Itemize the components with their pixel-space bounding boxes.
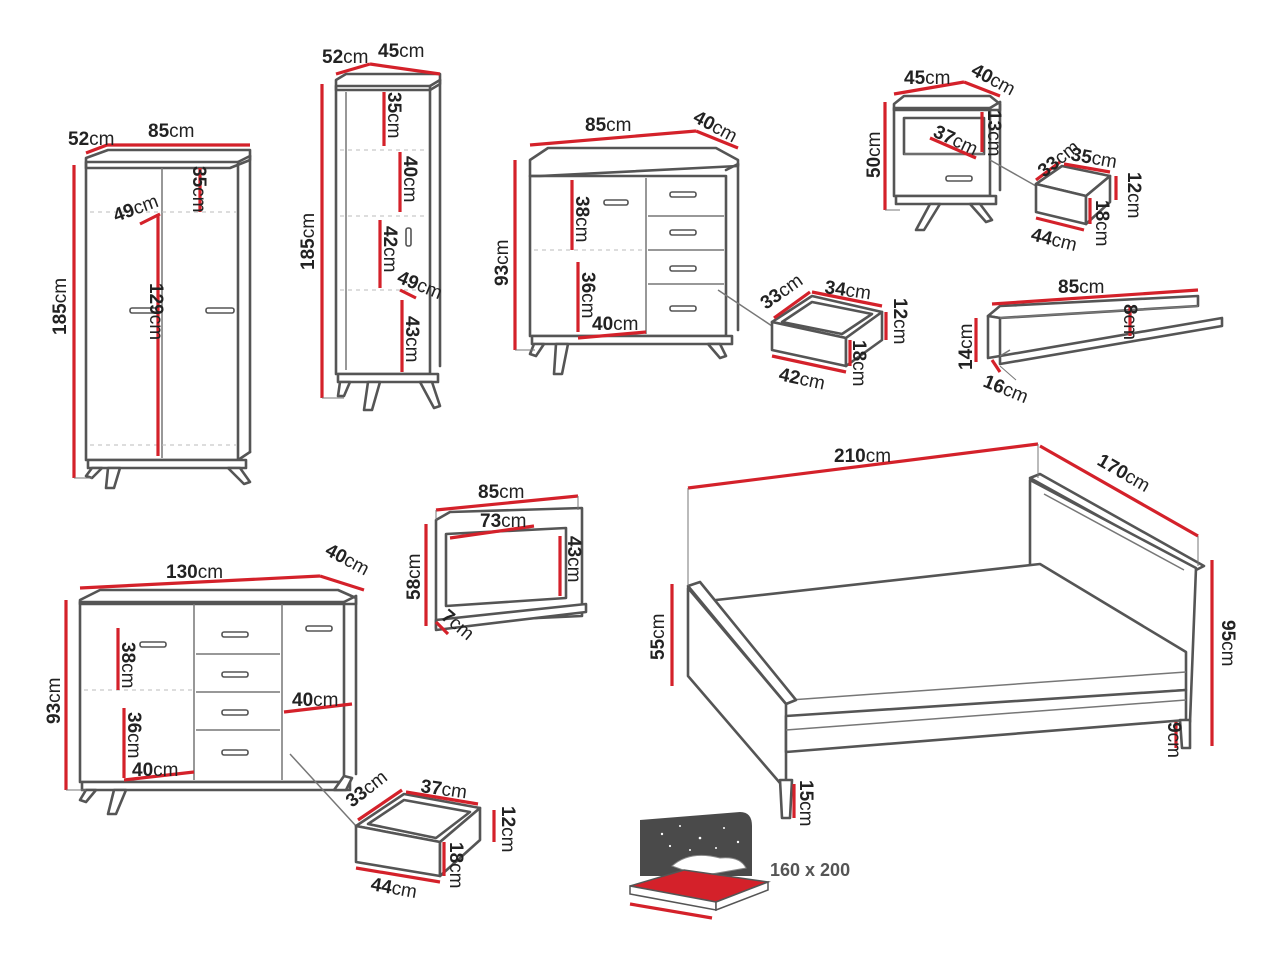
dresser-drawer-width-label: 34cm — [823, 277, 872, 304]
mirror-inner-height-label: 43cm — [563, 536, 584, 582]
sideboard-drawer-depth-label: 33cm — [342, 767, 392, 812]
bed-headboard-height-label: 95cm — [1217, 620, 1238, 666]
bookcase-shelf4-label: 43cm — [401, 316, 422, 362]
dresser-height-label: 93cm — [492, 240, 513, 286]
wardrobe-height-label: 185cm — [50, 278, 71, 335]
nightstand-drawer-height-label: 12cm — [1123, 172, 1144, 218]
sideboard-height-label: 93cm — [44, 678, 65, 724]
bookcase-shelf1-label: 35cm — [383, 92, 404, 138]
sideboard-depth-label: 40cm — [322, 540, 373, 580]
bed-clearance-label: 9cm — [1163, 722, 1184, 758]
mattress-size-icon — [629, 812, 771, 920]
sideboard-upper-label: 38cm — [117, 642, 138, 688]
sideboard-lower-label: 36cm — [123, 712, 144, 758]
dresser-upper-label: 38cm — [571, 196, 592, 242]
dresser-drawing — [513, 129, 773, 376]
wall-shelf-inner-label: 8cm — [1119, 304, 1140, 340]
sideboard-comp-width-label: 40cm — [132, 760, 178, 781]
bed-width-label: 170cm — [1094, 450, 1154, 497]
dresser-drawer-height-label: 12cm — [889, 298, 910, 344]
mattress-size-label: 160 x 200 — [770, 860, 850, 880]
sideboard-drawer-outer-label: 44cm — [369, 874, 418, 903]
nightstand-drawing — [883, 80, 1037, 232]
wall-shelf-depth-label: 16cm — [980, 371, 1031, 408]
wardrobe-depth-label: 52cm — [68, 129, 114, 150]
bookcase-inner-depth-label: 49cm — [394, 267, 445, 304]
wardrobe-hanger-depth-label: 49cm — [111, 191, 162, 227]
nightstand-drawer-drawing — [1034, 160, 1118, 232]
nightstand-width-label: 45cm — [904, 68, 950, 89]
wardrobe-drawing — [72, 143, 252, 490]
dresser-width-label: 85cm — [585, 115, 631, 136]
wardrobe-top-shelf-label: 35cm — [188, 166, 209, 212]
sideboard-width-label: 130cm — [166, 562, 223, 583]
mirror-width-label: 85cm — [478, 482, 524, 503]
sideboard-drawer-drawing — [354, 788, 496, 884]
wardrobe-width-label: 85cm — [148, 121, 194, 142]
wall-shelf-drawing — [974, 288, 1224, 381]
dresser-comp-width-label: 40cm — [592, 314, 638, 335]
bookcase-shelf2-label: 40cm — [399, 156, 420, 202]
sideboard-drawer-height-label: 12cm — [497, 806, 518, 852]
bookcase-depth-label: 52cm — [322, 47, 368, 68]
bed-footboard-height-label: 55cm — [648, 614, 669, 660]
sideboard-drawer-width-label: 37cm — [419, 776, 468, 803]
wall-shelf-height-label: 14cm — [956, 324, 977, 370]
dresser-drawer-inner-label: 18cm — [848, 340, 869, 386]
mirror-inner-width-label: 73cm — [480, 511, 526, 532]
nightstand-drawer-inner-label: 18cm — [1091, 200, 1112, 246]
bookcase-width-label: 45cm — [378, 41, 424, 62]
dresser-depth-label: 40cm — [690, 107, 741, 147]
bookcase-shelf3-label: 42cm — [379, 226, 400, 272]
nightstand-drawer-outer-label: 44cm — [1029, 224, 1079, 256]
dresser-drawer-outer-label: 42cm — [777, 364, 827, 394]
sideboard-drawing — [64, 574, 365, 827]
mirror-height-label: 58cm — [404, 554, 425, 600]
dresser-lower-label: 36cm — [577, 272, 598, 318]
bookcase-height-label: 185cm — [298, 213, 319, 270]
dresser-drawer-drawing — [770, 290, 888, 374]
bookcase-drawing — [320, 62, 442, 412]
nightstand-height-label: 50cm — [864, 132, 885, 178]
sideboard-drawer-inner-label: 18cm — [445, 842, 466, 888]
bed-drawing — [670, 442, 1214, 820]
nightstand-niche-height-label: 13cm — [983, 110, 1004, 156]
bed-length-label: 210cm — [834, 446, 891, 467]
wall-shelf-width-label: 85cm — [1058, 277, 1104, 298]
nightstand-drawer-width-label: 35cm — [1069, 144, 1118, 173]
wardrobe-inner-height-label: 129cm — [145, 283, 166, 340]
mirror-drawing — [424, 494, 588, 636]
bed-leg-height-label: 15cm — [795, 780, 816, 826]
sideboard-right-comp-label: 40cm — [292, 690, 338, 711]
